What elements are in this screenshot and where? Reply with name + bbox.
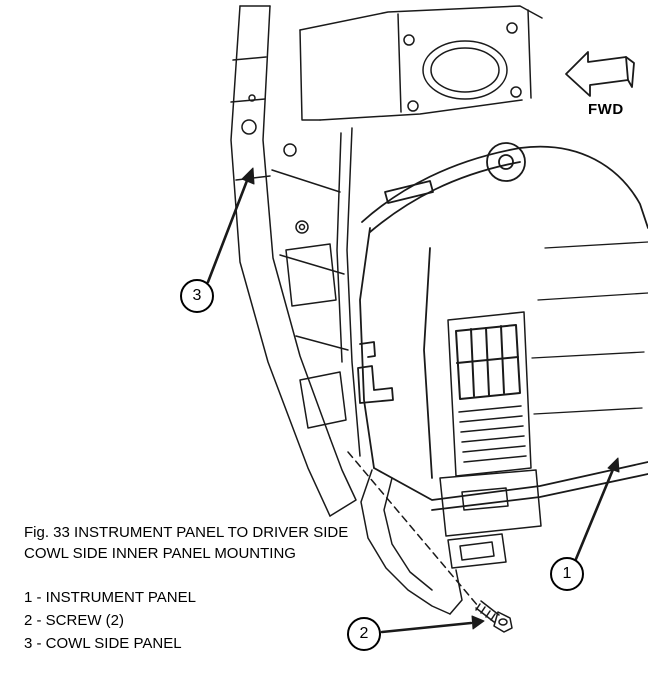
legend-item-2: 2 - SCREW (2)	[24, 612, 125, 629]
arrowhead-3	[241, 167, 255, 185]
callout-arrows	[206, 167, 620, 634]
callout-1: 1	[550, 557, 584, 591]
arrow-line-2	[380, 621, 473, 634]
figure-caption: Fig. 33 INSTRUMENT PANEL TO DRIVER SIDE …	[24, 522, 348, 564]
vent-grille-art	[447, 311, 532, 477]
arrowhead-1	[607, 457, 620, 473]
fwd-arrow-icon: FWD	[565, 51, 635, 118]
figure-caption-line1: Fig. 33 INSTRUMENT PANEL TO DRIVER SIDE	[24, 524, 349, 541]
arrow-line-3	[206, 176, 250, 284]
callout-1-number: 1	[562, 565, 572, 582]
arrowhead-2	[471, 615, 485, 630]
callout-3-number: 3	[192, 287, 202, 304]
fwd-label: FWD	[588, 101, 624, 118]
instrument-panel-art	[357, 142, 648, 511]
firewall-art	[299, 5, 543, 457]
callout-3: 3	[180, 279, 214, 313]
lower-bracket-art	[347, 451, 542, 615]
callout-2-number: 2	[359, 625, 369, 642]
screw-art	[475, 600, 513, 633]
arrow-line-1	[574, 465, 616, 561]
figure-legend: 1 - INSTRUMENT PANEL 2 - SCREW (2) 3 - C…	[24, 586, 196, 655]
callout-2: 2	[347, 617, 381, 651]
legend-item-1: 1 - INSTRUMENT PANEL	[24, 589, 196, 606]
legend-item-3: 3 - COWL SIDE PANEL	[24, 635, 182, 652]
figure-caption-line2: COWL SIDE INNER PANEL MOUNTING	[24, 545, 296, 562]
